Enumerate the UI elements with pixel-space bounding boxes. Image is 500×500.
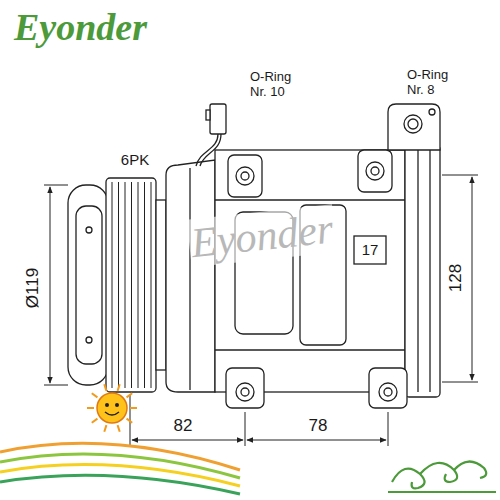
dimension-label: Ø119 (23, 266, 43, 310)
compressor-body-part (215, 199, 405, 200)
belt-pulley-part (106, 178, 156, 392)
sun-mascot-part-part (104, 384, 106, 391)
dimension-lines-part (247, 440, 386, 441)
dimension-lines-part (442, 175, 478, 176)
mounting-ears-part (236, 167, 254, 185)
dimension-lines-part (245, 412, 246, 446)
mounting-ears-part (379, 383, 397, 401)
dimension-lines (44, 175, 478, 446)
belt-pulley-part-part (144, 182, 145, 388)
compressor-body-part (215, 150, 405, 392)
mounting-ears-part (366, 162, 384, 180)
part-label: O-Ring Nr. 10 (248, 70, 310, 100)
electrical-connector (196, 104, 226, 166)
rear-housing-part (405, 145, 440, 397)
sun-mascot-part-part (92, 393, 98, 397)
mounting-ears-part (369, 368, 407, 408)
belt-pulley (106, 178, 166, 392)
port-block-part (429, 109, 435, 115)
scroll-ornament-part (454, 461, 486, 478)
clutch-plate-part (86, 227, 92, 233)
belt-pulley-part-part (131, 182, 132, 388)
electrical-connector-part (210, 104, 226, 134)
sun-mascot-part-part (130, 407, 137, 409)
callout-number: 17 (360, 241, 381, 258)
compressor-body (215, 150, 405, 392)
dimension-lines-part (472, 177, 473, 380)
sun-mascot-part-part (104, 425, 106, 432)
clutch-plate-part (68, 185, 108, 385)
electrical-connector-part (196, 134, 218, 166)
sun-mascot (87, 384, 137, 432)
mounting-ears-part (228, 155, 262, 197)
belt-pulley-part-part (138, 182, 139, 388)
belt-pulley-part-part (151, 182, 152, 388)
dimension-label: 128 (446, 262, 466, 294)
electrical-connector-part (200, 134, 221, 166)
sun-mascot-part-part (118, 384, 120, 391)
dimension-lines-part (132, 440, 243, 441)
swoosh-decoration (0, 443, 240, 494)
dimension-lines-part (50, 187, 51, 383)
scroll-ornament-part (388, 491, 496, 493)
front-housing-part (166, 160, 215, 392)
clutch-plate (68, 185, 108, 385)
port-block-part (408, 119, 418, 129)
sun-mascot-part (87, 384, 137, 432)
dimension-lines-part (44, 385, 68, 386)
sun-mascot-part-part (127, 419, 133, 423)
swoosh-decoration-part (0, 475, 240, 494)
scroll-ornament (388, 461, 496, 492)
dimension-lines-part (44, 185, 68, 186)
mounting-ears-part (384, 388, 392, 396)
belt-pulley-part-part (118, 182, 119, 388)
front-housing-part (189, 168, 190, 390)
port-block-part (404, 115, 422, 133)
sun-mascot-part (105, 412, 119, 415)
port-block (388, 104, 440, 150)
belt-pulley-part (156, 200, 166, 370)
electrical-connector-part (206, 110, 210, 120)
rear-housing-part (417, 150, 418, 392)
belt-spec: 6PK (119, 151, 151, 168)
sun-mascot-part-part (127, 393, 133, 397)
dimension-label: 78 (307, 416, 330, 436)
sun-mascot-part-part (118, 425, 120, 432)
scroll-ornament-part (420, 463, 457, 482)
dimension-label: 82 (172, 416, 195, 436)
belt-pulley-part-part (112, 182, 113, 388)
scroll-ornament-part (392, 469, 425, 489)
sun-mascot-part-part (92, 419, 98, 423)
compressor-body-part (354, 236, 386, 264)
belt-pulley-part-part (125, 182, 126, 388)
clutch-plate-part (76, 206, 102, 364)
mounting-ears-part (241, 388, 249, 396)
sun-mascot-part (97, 393, 127, 423)
mounting-ears-part (226, 368, 264, 408)
brand-logo: Eyonder (12, 6, 149, 50)
front-housing (166, 160, 215, 392)
sun-mascot-part (115, 403, 119, 407)
sun-mascot-part-part (87, 407, 94, 409)
rear-housing (405, 145, 440, 397)
compressor-body-part (215, 349, 405, 350)
belt-pulley-part (112, 182, 151, 388)
sun-mascot-part (105, 403, 109, 407)
rear-housing-part (429, 150, 430, 392)
mounting-ears (226, 150, 407, 408)
mounting-ears-part (236, 383, 254, 401)
mounting-ears-part (358, 150, 392, 192)
dimension-lines-part (442, 382, 478, 383)
port-block-part (388, 104, 440, 150)
dimension-lines-part (388, 412, 389, 446)
clutch-plate-part (86, 337, 92, 343)
mounting-ears-part (241, 172, 249, 180)
mounting-ears-part (371, 167, 379, 175)
part-label: O-Ring Nr. 8 (405, 68, 467, 98)
